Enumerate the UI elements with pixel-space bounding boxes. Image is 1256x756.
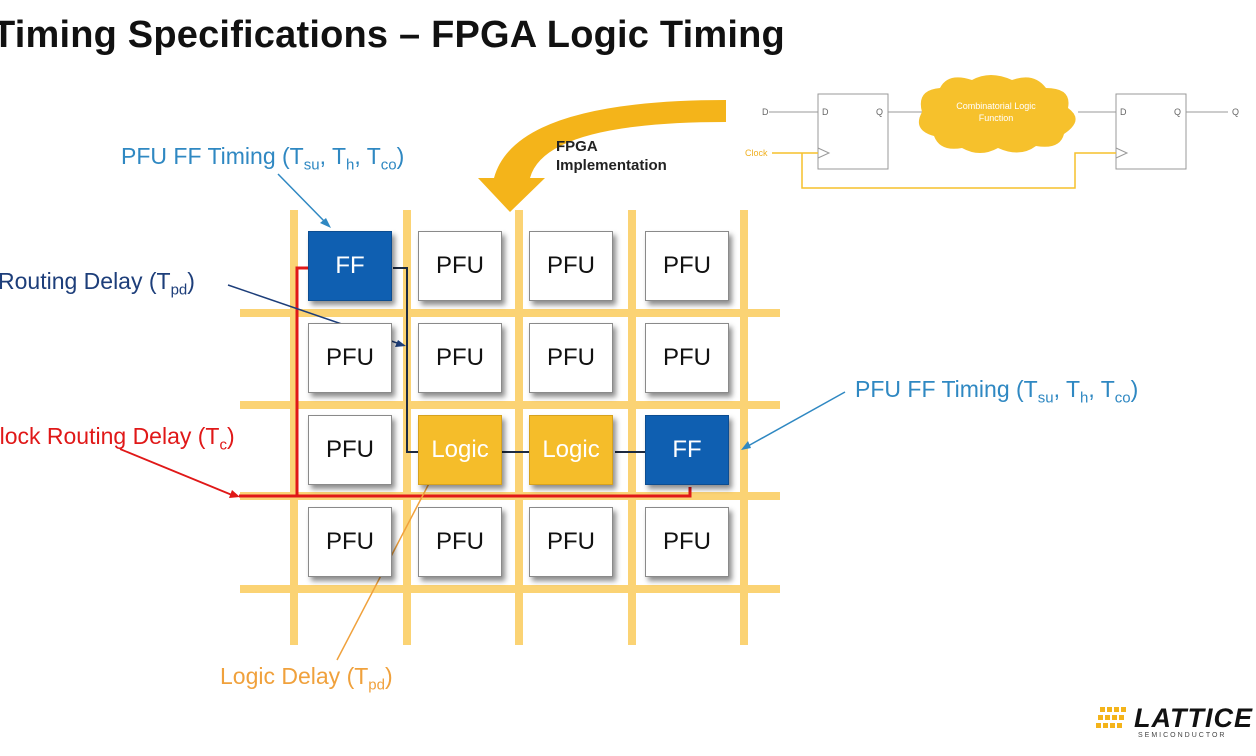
lattice-logo: LATTICE SEMICONDUCTOR [1094, 703, 1253, 739]
grid-cell-pfu: PFU [418, 231, 502, 301]
grid-cell-pfu: PFU [529, 323, 613, 393]
grid-cell-pfu: PFU [308, 415, 392, 485]
logic-delay-label: Logic Delay (Tpd) [220, 663, 393, 694]
grid-cell-ff-right: FF [645, 415, 729, 485]
grid-cell-pfu: PFU [418, 323, 502, 393]
fpga-implementation-arrow [478, 100, 726, 212]
ff1-pin-d: D [822, 107, 829, 117]
lattice-logo-icon [1096, 706, 1126, 728]
routing-delay-label: Routing Delay (Tpd) [0, 268, 195, 299]
lattice-logo-word: LATTICE [1134, 703, 1253, 733]
pointer-clock [119, 448, 233, 496]
grid-cell-logic-1: Logic [418, 415, 502, 485]
grid-cell-pfu: PFU [529, 507, 613, 577]
grid-cell-pfu: PFU [645, 323, 729, 393]
fpga-implementation-label: FPGA Implementation [556, 137, 667, 175]
grid-cell-pfu: PFU [308, 507, 392, 577]
clock-routing-delay-label: Clock Routing Delay (Tc) [0, 423, 235, 454]
pin-d-in: D [762, 107, 769, 117]
grid-cell-pfu: PFU [418, 507, 502, 577]
grid-cell-logic-2: Logic [529, 415, 613, 485]
grid-cell-ff-top: FF [308, 231, 392, 301]
grid-cell-pfu: PFU [308, 323, 392, 393]
pin-q-out: Q [1232, 107, 1240, 117]
signal-routing-line [393, 267, 420, 453]
pointer-ff-top [277, 173, 327, 224]
cloud-label: Combinatorial Logic Function [956, 101, 1036, 123]
logic-schematic [769, 75, 1228, 189]
pfu-ff-timing-top-label: PFU FF Timing (Tsu, Th, Tco) [121, 143, 405, 174]
ff1-pin-q: Q [876, 107, 884, 117]
fpga-label-line1: FPGA [556, 138, 598, 155]
flipflop-1 [817, 93, 889, 170]
slide-title: Timing Specifications – FPGA Logic Timin… [0, 14, 785, 56]
flipflop-2 [1115, 93, 1187, 170]
ff2-pin-d: D [1120, 107, 1127, 117]
pointer-ff-right [747, 391, 846, 447]
pfu-ff-timing-right-label: PFU FF Timing (Tsu, Th, Tco) [855, 376, 1139, 407]
ff2-pin-q: Q [1174, 107, 1182, 117]
clock-label: Clock [745, 148, 768, 158]
grid-cell-pfu: PFU [529, 231, 613, 301]
grid-cell-pfu: PFU [645, 231, 729, 301]
lattice-logo-sub: SEMICONDUCTOR [1138, 732, 1227, 739]
fpga-label-line2: Implementation [556, 157, 667, 174]
cloud-shape [918, 75, 1076, 153]
grid-cell-pfu: PFU [645, 507, 729, 577]
